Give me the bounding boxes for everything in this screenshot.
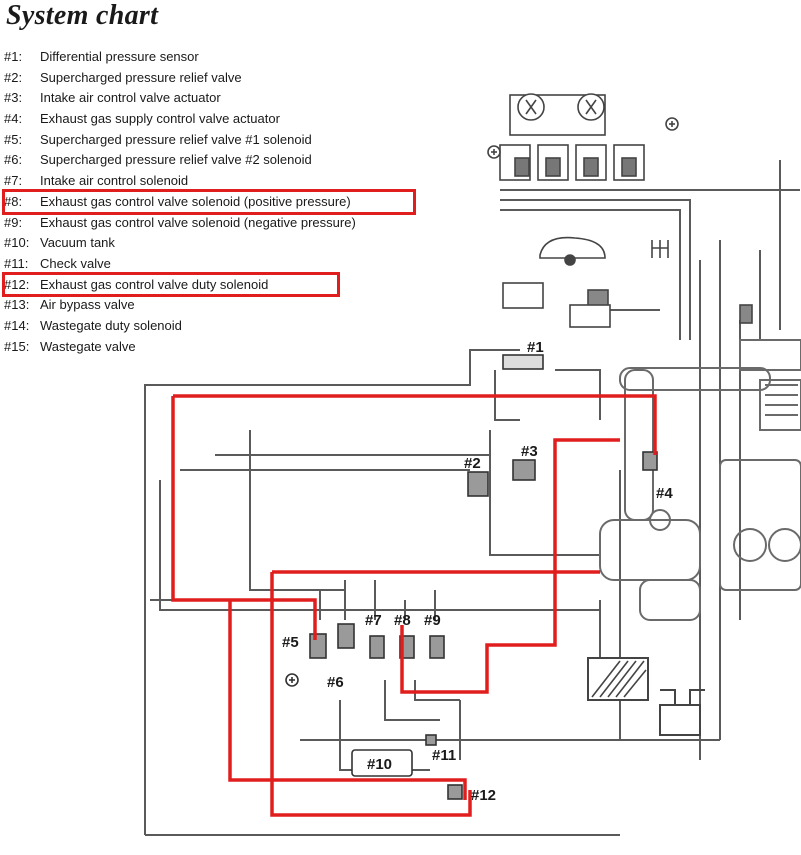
legend-item: #3: Intake air control valve actuator xyxy=(4,88,356,109)
legend-highlight-8 xyxy=(2,189,416,215)
legend-item: #5: Supercharged pressure relief valve #1… xyxy=(4,130,356,151)
legend-number: #9: xyxy=(4,214,23,230)
legend-item: #4: Exhaust gas supply control valve actu… xyxy=(4,109,356,130)
legend-number: #5: xyxy=(4,131,23,147)
component-legend: #1: Differential pressure sensor #2: Super… xyxy=(4,47,356,357)
misc-devices xyxy=(502,236,753,328)
air-filter-box xyxy=(659,689,705,736)
legend-number: #12: xyxy=(4,276,30,292)
legend-item: #6: Supercharged pressure relief valve #2… xyxy=(4,150,356,171)
highlighted-routes xyxy=(171,394,657,817)
label-11: #11 xyxy=(432,747,456,764)
cooling-fans xyxy=(487,93,679,181)
legend-highlight-12 xyxy=(2,272,340,297)
legend-item: #8: Exhaust gas control valve solenoid (p… xyxy=(4,192,356,213)
legend-text: Wastegate valve xyxy=(40,338,136,354)
legend-number: #7: xyxy=(4,173,23,189)
component-symbols xyxy=(309,354,658,800)
legend-number: #14: xyxy=(4,317,30,333)
legend-item: #1: Differential pressure sensor xyxy=(4,47,356,68)
legend-number: #15: xyxy=(4,338,30,354)
power-symbols xyxy=(285,673,299,687)
legend-number: #1: xyxy=(4,49,23,64)
vacuum-tank xyxy=(351,749,413,777)
legend-text: Exhaust gas supply control valve actuato… xyxy=(40,111,280,127)
legend-number: #2: xyxy=(4,69,23,85)
legend-number: #3: xyxy=(4,90,23,106)
intercooler xyxy=(587,657,649,701)
label-5: #5 xyxy=(282,634,299,651)
legend-text: Wastegate duty solenoid xyxy=(40,317,182,333)
legend-text: Supercharged pressure relief valve #1 so… xyxy=(40,131,312,147)
legend-item: #12: Exhaust gas control valve duty solen… xyxy=(4,275,356,296)
legend-text: Exhaust gas control valve duty solenoid xyxy=(40,276,269,292)
label-9: #9 xyxy=(424,612,441,629)
legend-text: Check valve xyxy=(40,255,111,271)
label-1: #1 xyxy=(527,339,544,356)
legend-item: #10: Vacuum tank xyxy=(4,233,356,254)
legend-number: #13: xyxy=(4,297,30,313)
legend-item: #15: Wastegate valve xyxy=(4,337,356,358)
legend-item: #2: Supercharged pressure relief valve xyxy=(4,68,356,89)
legend-number: #10: xyxy=(4,235,30,251)
legend-text: Exhaust gas control valve solenoid (posi… xyxy=(40,193,351,209)
legend-item: #13: Air bypass valve xyxy=(4,295,356,316)
legend-text: Differential pressure sensor xyxy=(40,49,199,64)
legend-text: Supercharged pressure relief valve #2 so… xyxy=(40,152,312,168)
label-2: #2 xyxy=(464,455,481,472)
legend-item: #9: Exhaust gas control valve solenoid (n… xyxy=(4,213,356,234)
legend-text: Exhaust gas control valve solenoid (nega… xyxy=(40,214,356,230)
label-3: #3 xyxy=(521,443,538,460)
legend-text: Vacuum tank xyxy=(40,235,115,251)
legend-number: #4: xyxy=(4,111,23,127)
legend-text: Intake air control solenoid xyxy=(40,173,189,189)
label-4: #4 xyxy=(656,485,673,502)
label-12: #12 xyxy=(471,787,496,804)
hose-linework xyxy=(144,160,800,836)
legend-text: Supercharged pressure relief valve xyxy=(40,69,242,85)
legend-number: #8: xyxy=(4,193,23,209)
legend-item: #11: Check valve xyxy=(4,254,356,275)
legend-text: Air bypass valve xyxy=(40,297,135,313)
legend-text: Intake air control valve actuator xyxy=(40,90,221,106)
page-title: System chart xyxy=(6,0,159,31)
engine-piping xyxy=(599,339,801,621)
legend-item: #14: Wastegate duty solenoid xyxy=(4,316,356,337)
legend-item: #7: Intake air control solenoid xyxy=(4,171,356,192)
legend-number: #11: xyxy=(4,255,29,271)
legend-number: #6: xyxy=(4,152,23,168)
label-7: #7 xyxy=(365,612,382,629)
label-10: #10 xyxy=(367,756,392,773)
label-8: #8 xyxy=(394,612,411,629)
label-6: #6 xyxy=(327,674,344,691)
